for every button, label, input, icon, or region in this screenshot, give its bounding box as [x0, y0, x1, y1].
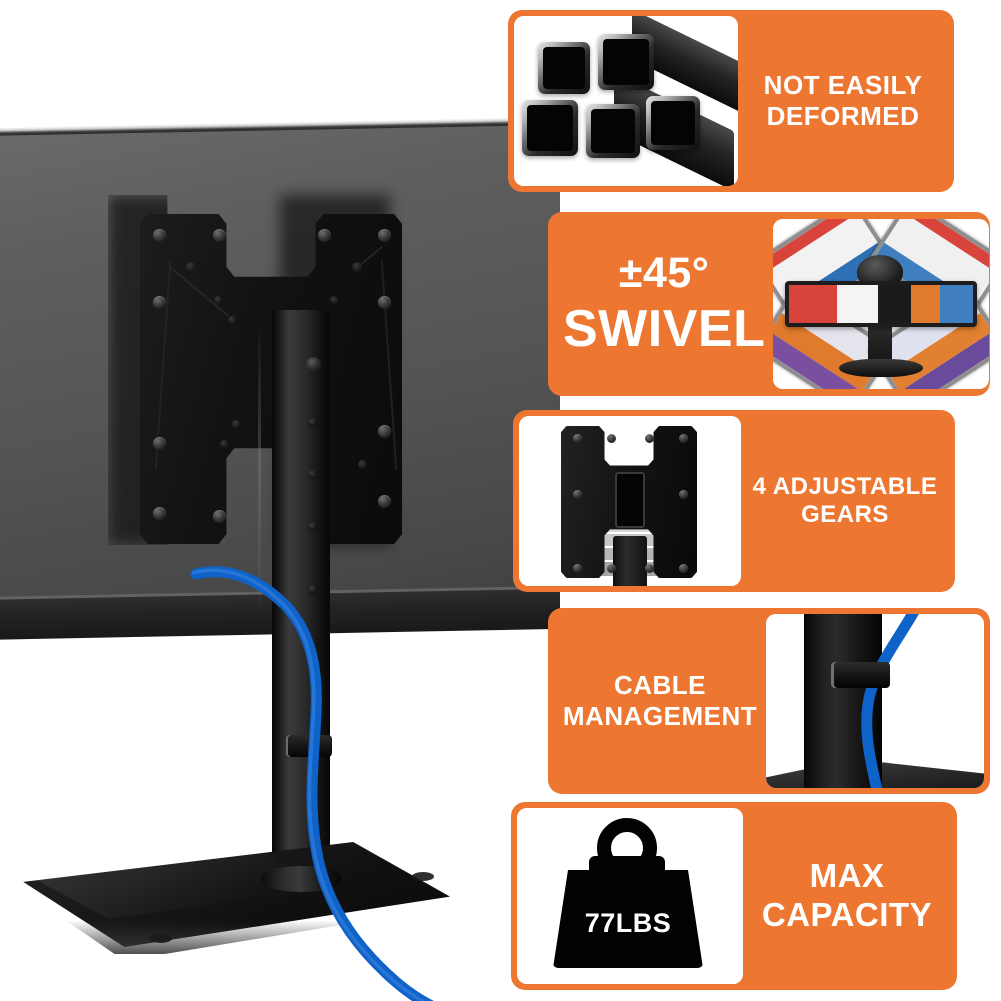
cable-management-thumbnail [766, 614, 984, 788]
vesa-dimple [220, 440, 228, 448]
swivel-word: SWIVEL [563, 299, 766, 358]
vesa-hole [153, 296, 166, 309]
vesa-hole [318, 229, 331, 242]
vesa-dimple [358, 460, 367, 469]
cable-management-clip [288, 735, 332, 757]
feature-card-not-easily-deformed[interactable]: NOT EASILY DEFORMED [508, 10, 954, 192]
base-plate-edge [23, 842, 450, 954]
pole-adjust-hole [308, 470, 317, 479]
vesa-hole [153, 437, 166, 450]
feature-label-max-capacity: MAX CAPACITY [743, 857, 951, 935]
pole-adjust-hole [308, 522, 317, 531]
vesa-gears-icon [519, 416, 741, 586]
feature-label-cable-management: CABLE MANAGEMENT [554, 670, 766, 731]
swivel-monitors-icon [773, 219, 990, 389]
base-foot [150, 934, 172, 943]
bracket-seam [258, 318, 261, 618]
vesa-dimple [232, 420, 240, 428]
weight-icon: 77LBS [517, 808, 743, 984]
vesa-hole [378, 296, 391, 309]
vesa-dimple [330, 296, 338, 304]
vesa-hole [378, 495, 391, 508]
feature-label-line-2: MANAGEMENT [562, 701, 758, 731]
vesa-hole [153, 507, 166, 520]
vesa-hole [153, 229, 166, 242]
vesa-hole [213, 510, 226, 523]
vesa-dimple [352, 262, 362, 272]
feature-label-line-1: 4 ADJUSTABLE [752, 472, 938, 500]
vesa-groove-left [154, 260, 246, 470]
steel-tubes-thumbnail [514, 16, 738, 186]
feature-label-adjustable-gears: 4 ADJUSTABLE GEARS [741, 473, 949, 530]
base-foot [412, 872, 434, 881]
pole-adjust-hole [308, 585, 317, 594]
vesa-hole [213, 229, 226, 242]
swivel-range-thumbnail [773, 219, 990, 389]
feature-card-cable-management[interactable]: CABLE MANAGEMENT [548, 608, 990, 794]
vesa-dimple [228, 316, 236, 324]
feature-label-line-1: CABLE [613, 670, 707, 701]
max-capacity-thumbnail: 77LBS [517, 808, 743, 984]
feature-label-line-1: NOT EASILY [763, 70, 923, 101]
vesa-dimple [214, 296, 222, 304]
pole-base-collar [261, 866, 341, 892]
feature-card-max-capacity[interactable]: 77LBS MAX CAPACITY [511, 802, 957, 990]
weight-badge-value: 77LBS [584, 908, 672, 938]
cable-clip-icon [766, 614, 984, 788]
feature-label-swivel: ±45° SWIVEL [555, 248, 773, 360]
vesa-dimple [186, 262, 196, 272]
adjustable-gears-thumbnail [519, 416, 741, 586]
vesa-hole [378, 229, 391, 242]
feature-label-line-2: GEARS [801, 501, 889, 528]
feature-card-swivel[interactable]: ±45° SWIVEL [548, 212, 990, 396]
feature-card-adjustable-gears[interactable]: 4 ADJUSTABLE GEARS [513, 410, 955, 592]
feature-label-not-easily-deformed: NOT EASILY DEFORMED [738, 70, 948, 131]
swivel-degrees-value: ±45° [618, 248, 710, 297]
steel-square-tubes-icon [514, 16, 738, 186]
stand-pole-shadow [272, 310, 286, 885]
feature-label-line-2: CAPACITY [761, 896, 933, 933]
feature-label-line-1: MAX [809, 857, 885, 895]
pole-adjust-hole [308, 418, 317, 427]
vesa-hole [378, 425, 391, 438]
pole-pivot-screw [306, 357, 321, 372]
feature-label-line-2: DEFORMED [766, 101, 920, 131]
product-photo [0, 116, 560, 1001]
